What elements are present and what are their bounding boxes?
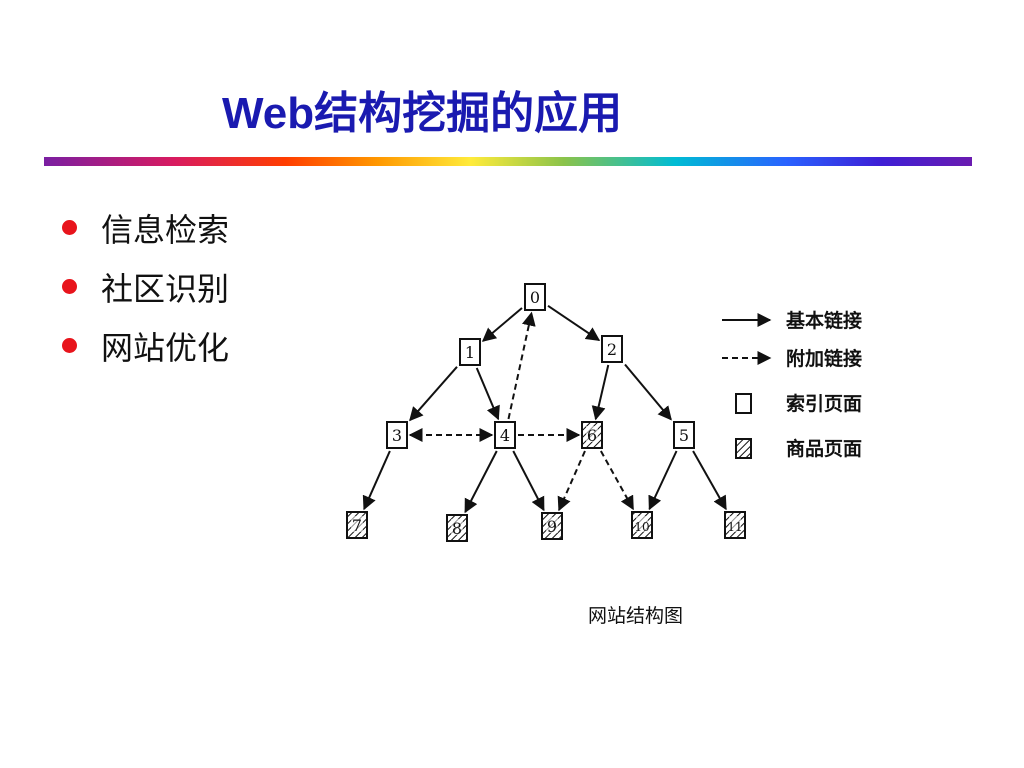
basic-link-edge-n3-n7 <box>362 450 391 511</box>
node-label: 8 <box>452 519 462 538</box>
node-box <box>601 335 623 363</box>
legend-index-page-icon <box>735 393 752 414</box>
index-page-node-3: 3 <box>386 421 408 449</box>
product-page-node-7: 7 <box>346 511 368 539</box>
node-box <box>494 421 516 449</box>
basic-link-edge-n5-n11 <box>692 450 727 511</box>
bullet-text: 网站优化 <box>101 328 230 367</box>
index-page-node-1: 1 <box>459 338 481 366</box>
node-label: 3 <box>392 426 402 445</box>
diagram-caption: 网站结构图 <box>588 605 683 627</box>
bullet-dot-icon <box>62 220 77 235</box>
node-label: 1 <box>465 343 475 362</box>
basic-link-edge-n5-n10 <box>648 450 678 511</box>
legend-index-page-label: 索引页面 <box>786 392 862 415</box>
node-label-backdrop <box>729 516 741 532</box>
product-page-node-9: 9 <box>541 512 563 540</box>
bullet-text: 信息检索 <box>101 210 230 249</box>
node-label: 4 <box>500 426 510 445</box>
legend-extra-link-label: 附加链接 <box>786 347 862 370</box>
nodes-layer: 0 1 2 3 4 6 5 7 8 9 10 11 <box>346 283 746 542</box>
legend-product-page-label: 商品页面 <box>786 437 862 460</box>
node-label: 6 <box>587 426 597 445</box>
node-label: 11 <box>727 520 742 534</box>
bullet-item: 社区识别 <box>62 257 229 316</box>
node-label-backdrop <box>351 516 363 532</box>
node-box <box>524 283 546 311</box>
product-page-node-11: 11 <box>724 511 746 539</box>
node-label: 0 <box>530 288 540 307</box>
node-label: 9 <box>547 517 557 536</box>
legend-product-page-icon <box>735 438 752 459</box>
basic-link-edge-n4-n9 <box>512 450 545 512</box>
index-page-node-2: 2 <box>601 335 623 363</box>
index-page-node-5: 5 <box>673 421 695 449</box>
node-label-backdrop <box>586 426 598 442</box>
extra-link-edge-n4-n0 <box>507 311 536 420</box>
bullet-text: 社区识别 <box>101 269 230 308</box>
node-box <box>386 421 408 449</box>
title-rainbow-rule <box>44 157 972 166</box>
node-label: 7 <box>352 516 362 535</box>
basic-link-edge-n4-n8 <box>464 450 498 514</box>
bullet-dot-icon <box>62 279 77 294</box>
node-box <box>673 421 695 449</box>
basic-link-edge-n1-n4 <box>475 367 500 421</box>
product-page-node-8: 8 <box>446 514 468 542</box>
node-label: 10 <box>634 520 649 534</box>
basic-link-edge-n0-n2 <box>547 304 601 342</box>
node-label: 5 <box>679 426 689 445</box>
basic-link-edge-n0-n1 <box>481 307 523 342</box>
basic-link-edge-n2-n5 <box>624 363 672 421</box>
index-page-node-0: 0 <box>524 283 546 311</box>
basic-link-edge-n1-n3 <box>409 366 458 422</box>
product-page-node-6: 6 <box>581 421 603 449</box>
edges-layer <box>362 304 727 514</box>
extra-link-edge-n6-n10 <box>600 450 634 511</box>
node-label: 2 <box>607 340 617 359</box>
bullet-dot-icon <box>62 338 77 353</box>
basic-link-edge-n2-n6 <box>591 364 610 421</box>
index-page-node-4: 4 <box>494 421 516 449</box>
extra-link-edge-n6-n9 <box>557 450 586 512</box>
node-label-backdrop <box>451 519 463 535</box>
node-box <box>459 338 481 366</box>
node-label-backdrop <box>546 517 558 533</box>
bullet-item: 网站优化 <box>62 316 229 375</box>
slide-title: Web结构挖掘的应用 <box>222 89 623 138</box>
legend: 基本链接 附加链接 索引页面 商品页面 <box>722 309 862 460</box>
legend-basic-link-label: 基本链接 <box>785 309 862 332</box>
bullet-item: 信息检索 <box>62 198 229 257</box>
node-label-backdrop <box>636 516 648 532</box>
product-page-node-10: 10 <box>631 511 653 539</box>
website-structure-diagram: 0 1 2 3 4 6 5 7 8 9 10 11 基本链接 附加链接 索引页面 商品页面 网站结构图 <box>346 283 862 627</box>
bullet-list: 信息检索 社区识别 网站优化 <box>62 198 229 375</box>
